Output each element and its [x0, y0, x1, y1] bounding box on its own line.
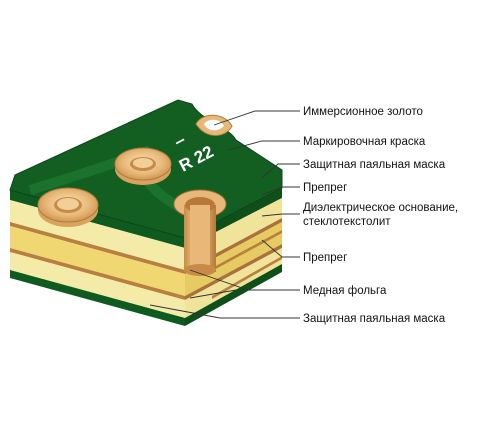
layer-stack-front	[10, 190, 185, 326]
leader-solder-mask-top	[261, 163, 300, 179]
leader-copper-1	[189, 269, 300, 291]
pad-left	[37, 187, 99, 227]
label-prepreg-top: Препрег	[303, 182, 348, 194]
label-solder-mask-bottom: Защитная паяльная маска	[303, 313, 446, 325]
label-dielectric-core-line1: Диэлектрическое основание,	[303, 202, 459, 214]
pad-center	[114, 147, 172, 185]
copper-line-2	[10, 248, 185, 300]
leader-copper-2	[189, 289, 237, 299]
leader-prepreg-bottom	[261, 239, 300, 258]
leader-lines	[149, 110, 300, 319]
bottom-prepreg-front	[10, 252, 185, 318]
via	[173, 189, 227, 276]
label-copper-foil: Медная фольга	[303, 285, 387, 297]
label-solder-mask-top: Защитная паяльная маска	[303, 159, 446, 171]
leader-gold	[213, 110, 300, 126]
leader-marking	[227, 140, 300, 151]
copper-line-1	[10, 222, 185, 274]
leader-prepreg-top	[261, 186, 300, 196]
label-dielectric-core-line2: стеклотекстолит	[303, 216, 391, 228]
leader-core	[261, 213, 300, 217]
label-immersion-gold: Иммерсионное золото	[303, 106, 423, 118]
label-prepreg-bottom: Препрег	[303, 252, 348, 264]
label-marking-ink: Маркировочная краска	[303, 136, 426, 148]
leader-solder-mask-bottom	[149, 304, 300, 319]
bottom-mask-front	[10, 270, 185, 326]
core-front	[10, 226, 185, 296]
pad-edge-gold	[195, 114, 233, 136]
